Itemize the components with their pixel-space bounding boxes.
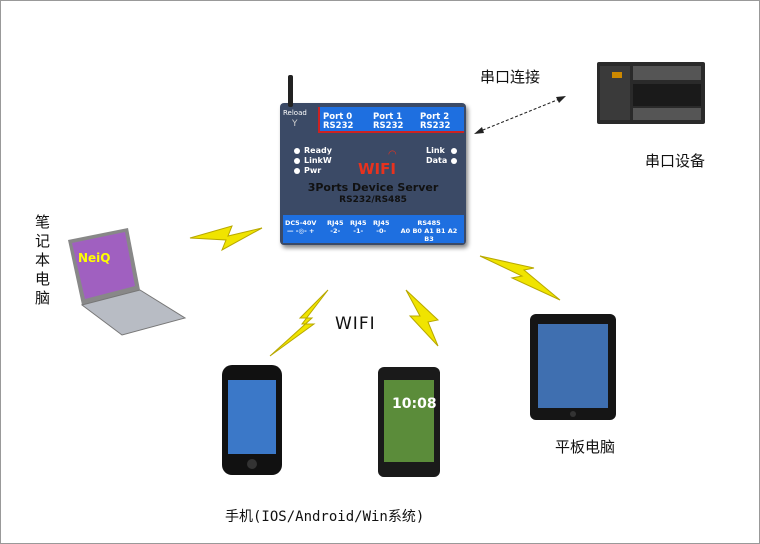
wifi-logo: WIFI	[358, 160, 396, 178]
android-phone-image: 10:08	[378, 367, 440, 477]
rj45-2-num: -2-	[330, 227, 341, 235]
iphone-image	[222, 365, 282, 475]
port-0-type: RS232	[323, 121, 354, 131]
led-linkw-label: LinkW	[304, 156, 332, 165]
device-subtitle: RS232/RS485	[339, 195, 407, 205]
led-pwr-label: Pwr	[304, 166, 322, 175]
svg-text:10:08: 10:08	[392, 396, 437, 412]
svg-text:NeiQ: NeiQ	[78, 251, 111, 265]
wifi-label: WIFI	[335, 314, 376, 334]
tablet-label: 平板电脑	[555, 438, 616, 456]
port-0-name: Port 0	[323, 112, 353, 122]
led-ready-icon	[294, 148, 300, 154]
led-data-icon	[451, 158, 457, 164]
laptop-label: 笔记本电脑	[35, 213, 51, 307]
rj45-1-label: RJ45	[350, 219, 367, 227]
led-ready-label: Ready	[304, 146, 332, 155]
tablet-image	[530, 314, 616, 420]
connector-band: DC5-40V— -◎- + RJ45-2- RJ45-1- RJ45-0- R…	[283, 215, 464, 243]
rj45-1-num: -1-	[353, 227, 364, 235]
rj45-0-num: -0-	[376, 227, 387, 235]
reload-label: Reload	[283, 109, 307, 117]
lightning-bolt-tablet	[479, 255, 561, 301]
lightning-bolt-phone2	[405, 289, 440, 347]
port-1-type: RS232	[373, 121, 404, 131]
power-label: DC5-40V	[285, 219, 317, 227]
port-2-type: RS232	[420, 121, 451, 131]
rj45-0-label: RJ45	[373, 219, 390, 227]
power-pins: — -◎- +	[286, 227, 315, 235]
led-link-label: Link	[426, 146, 445, 155]
port-1-name: Port 1	[373, 112, 403, 122]
port-2-name: Port 2	[420, 112, 450, 122]
serial-link-arrow	[474, 96, 566, 134]
device-title: 3Ports Device Server	[307, 181, 439, 194]
led-pwr-icon	[294, 168, 300, 174]
lightning-bolt-laptop	[189, 225, 263, 252]
rs485-label: RS485	[417, 219, 441, 227]
antenna	[288, 75, 293, 107]
rj45-2-label: RJ45	[327, 219, 344, 227]
phone-label: 手机(IOS/Android/Win系统)	[225, 509, 425, 525]
serial-link-label: 串口连接	[480, 68, 541, 86]
led-data-label: Data	[426, 156, 448, 165]
serial-device-plc-image	[597, 62, 705, 124]
laptop-image: NeiQ	[68, 228, 187, 336]
wifi-signal-icon: ◠	[388, 149, 397, 160]
serial-device-label: 串口设备	[645, 152, 706, 170]
rs485-pins: A0 B0 A1 B1 A2 B3	[400, 227, 458, 243]
led-link-icon	[451, 148, 457, 154]
led-linkw-icon	[294, 158, 300, 164]
lightning-bolt-phone1	[269, 289, 329, 357]
reload-button-icon: Y	[292, 119, 298, 129]
